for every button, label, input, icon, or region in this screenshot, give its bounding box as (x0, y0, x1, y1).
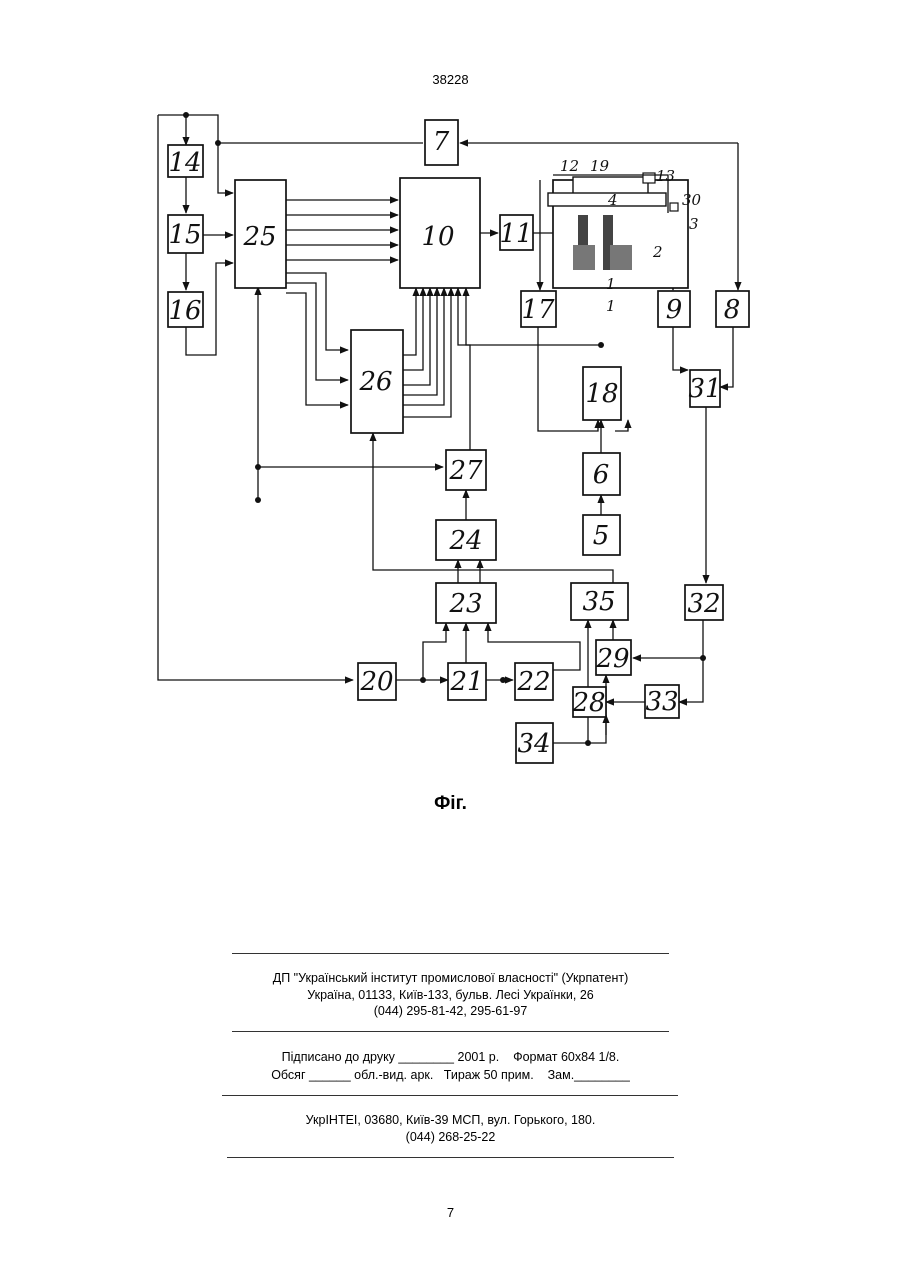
divider (222, 1095, 678, 1096)
block-14: 14 (168, 145, 203, 178)
block-6: 6 (583, 453, 620, 495)
printer-phone: (044) 268-25-22 (0, 1129, 901, 1145)
publisher-line-1: ДП "Український інститут промислової вла… (0, 970, 901, 986)
svg-text:12: 12 (560, 157, 579, 175)
block-26: 26 (351, 330, 403, 433)
svg-text:14: 14 (168, 148, 201, 178)
svg-text:25: 25 (242, 222, 276, 252)
svg-text:29: 29 (595, 644, 629, 674)
svg-text:1: 1 (606, 275, 616, 293)
svg-text:31: 31 (688, 374, 721, 404)
block-22: 22 (515, 663, 553, 700)
document-number: 38228 (0, 72, 901, 87)
svg-text:22: 22 (516, 667, 550, 697)
block-24: 24 (436, 520, 496, 560)
block-8: 8 (716, 291, 749, 327)
svg-text:9: 9 (666, 295, 683, 325)
svg-text:6: 6 (593, 460, 610, 490)
svg-text:18: 18 (585, 379, 618, 409)
block-21: 21 (448, 663, 486, 700)
svg-text:20: 20 (359, 667, 393, 697)
print-line-2: Обсяг ______ обл.-вид. арк. Тираж 50 при… (0, 1067, 901, 1083)
svg-text:4: 4 (607, 191, 618, 209)
svg-text:10: 10 (421, 222, 454, 252)
svg-text:2: 2 (652, 243, 663, 261)
block-7: 7 (425, 120, 458, 165)
page-number: 7 (0, 1205, 901, 1220)
block-31: 31 (688, 370, 721, 407)
block-23: 23 (436, 583, 496, 623)
svg-text:21: 21 (449, 667, 483, 697)
block-11: 11 (499, 215, 533, 250)
svg-text:26: 26 (358, 367, 392, 397)
svg-text:16: 16 (168, 296, 201, 326)
printer-line: УкрІНТЕІ, 03680, Київ-39 МСП, вул. Горьк… (0, 1112, 901, 1128)
svg-text:17: 17 (521, 295, 555, 325)
svg-text:8: 8 (724, 295, 741, 325)
sensor-assembly (548, 173, 688, 288)
divider (232, 953, 669, 954)
print-line-1: Підписано до друку ________ 2001 р. Форм… (0, 1049, 901, 1065)
block-20: 20 (358, 663, 396, 700)
block-28: 28 (571, 687, 606, 718)
block-25: 25 (235, 180, 286, 288)
block-33: 33 (645, 685, 679, 718)
block-17: 17 (521, 291, 556, 327)
figure-caption: Фіг. (0, 793, 901, 815)
svg-text:33: 33 (645, 687, 678, 717)
svg-text:1: 1 (606, 297, 616, 315)
svg-text:11: 11 (499, 219, 532, 249)
svg-text:7: 7 (433, 127, 450, 157)
block-35: 35 (571, 583, 628, 620)
svg-text:30: 30 (682, 191, 702, 209)
publisher-line-2: Україна, 01133, Київ-133, бульв. Лесі Ук… (0, 987, 901, 1003)
block-diagram: 14 15 16 25 7 10 11 26 17 9 8 18 31 27 6… (148, 105, 758, 775)
block-10: 10 (400, 178, 480, 288)
svg-text:27: 27 (448, 456, 483, 486)
block-15: 15 (168, 215, 203, 253)
block-29: 29 (595, 640, 631, 675)
svg-text:5: 5 (593, 521, 610, 551)
block-16: 16 (168, 292, 203, 327)
block-5: 5 (583, 515, 620, 555)
block-27: 27 (446, 450, 486, 490)
svg-text:32: 32 (687, 589, 720, 619)
svg-text:28: 28 (571, 688, 605, 718)
divider (227, 1157, 674, 1158)
svg-text:3: 3 (689, 215, 699, 233)
block-9: 9 (658, 291, 690, 327)
svg-text:23: 23 (448, 589, 482, 619)
divider (232, 1031, 669, 1032)
block-18: 18 (583, 367, 621, 420)
svg-text:34: 34 (517, 729, 550, 759)
svg-text:24: 24 (448, 526, 482, 556)
svg-text:13: 13 (656, 167, 675, 185)
block-32: 32 (685, 585, 723, 620)
block-34: 34 (516, 723, 553, 763)
svg-text:35: 35 (582, 587, 615, 617)
publisher-phone: (044) 295-81-42, 295-61-97 (0, 1003, 901, 1019)
svg-text:15: 15 (168, 220, 201, 250)
svg-text:19: 19 (590, 157, 610, 175)
